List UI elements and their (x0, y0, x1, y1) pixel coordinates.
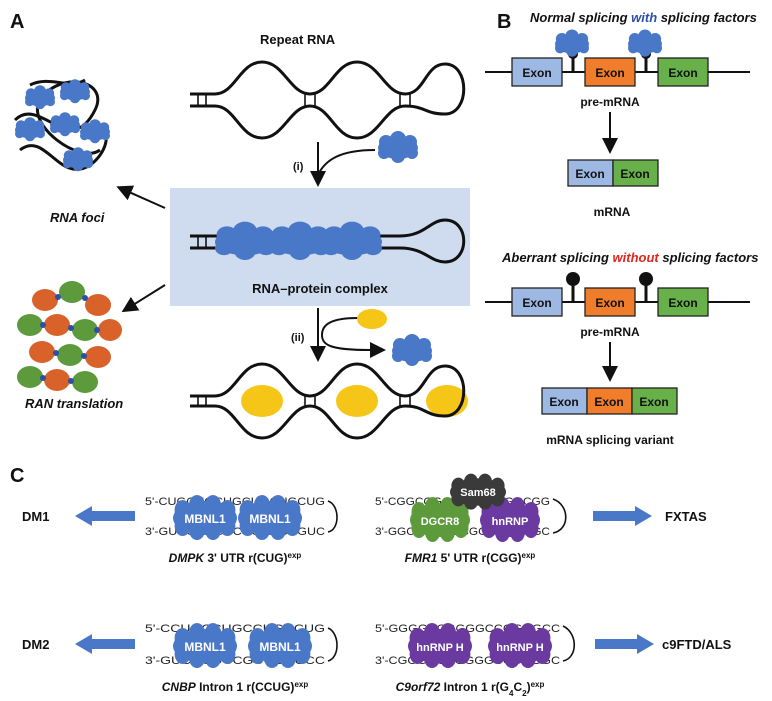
ran-translation-illustration (17, 281, 122, 393)
c9-loop (562, 625, 576, 662)
step-ii-label: (ii) (291, 332, 305, 344)
panel-label-a: A (10, 11, 24, 33)
rna-small-molecule-complex (190, 362, 468, 440)
mrna-exon-1-label: Exon (575, 167, 604, 181)
splicing-factor-icon-2 (628, 29, 662, 57)
c9-protein-label-1: hnRNP H (416, 642, 464, 654)
dm1-caption: DMPK 3' UTR r(CUG)exp (169, 551, 302, 566)
normal-exon-3 (657, 57, 709, 87)
variant-exon-2-label: Exon (594, 395, 623, 409)
normal-pre-mrna-label: pre-mRNA (580, 95, 640, 109)
aberrant-exon-1-label: Exon (522, 296, 551, 310)
normal-exon-3-label: Exon (668, 66, 697, 80)
normal-exon-2 (584, 57, 636, 87)
arrow-to-ran (121, 284, 166, 313)
dm1-arrow (75, 506, 135, 526)
rna-foci-label: RNA foci (50, 210, 105, 225)
c9-arrow (595, 634, 654, 654)
dm2-protein-label-2: MBNL1 (259, 640, 301, 654)
variant-exon-3 (631, 387, 678, 415)
c9-protein-label-2: hnRNP H (496, 642, 544, 654)
repeat-rna-hairpin (190, 60, 466, 140)
dm1-loop (327, 500, 338, 533)
fxtas-protein-label-3: hnRNP (492, 516, 529, 528)
aberrant-splicing-title: Aberrant splicing without splicing facto… (501, 250, 758, 265)
small-molecule-icon (357, 309, 387, 329)
fxtas-protein-label-2: Sam68 (460, 487, 495, 499)
step-ii-exchange-curve (320, 317, 371, 351)
complex-rna (190, 218, 466, 264)
fxtas-loop (552, 498, 567, 534)
free-protein-icon (378, 131, 418, 163)
arrow-to-foci (116, 185, 166, 209)
variant-exon-2 (586, 387, 633, 415)
normal-exon-2-label: Exon (595, 66, 624, 80)
bound-protein-icon-1 (215, 221, 275, 260)
panel-label-b: B (497, 11, 511, 33)
released-protein-icon (392, 334, 432, 366)
aberrant-exon-2 (584, 287, 636, 317)
step-i-label: (i) (293, 161, 304, 173)
mrna-exon-2 (612, 159, 659, 187)
aberrant-exon-2-label: Exon (595, 296, 624, 310)
fxtas-protein-label-1: DGCR8 (421, 516, 460, 528)
fxtas-caption: FMR1 5' UTR r(CGG)exp (405, 551, 536, 566)
normal-exon-1-label: Exon (522, 66, 551, 80)
aberrant-exon-1 (511, 287, 563, 317)
variant-exon-1 (541, 387, 588, 415)
panel-label-c: C (10, 465, 24, 487)
c9-disease-label: c9FTD/ALS (662, 637, 732, 652)
aberrant-pre-mrna-label: pre-mRNA (580, 325, 640, 339)
rna-foci-illustration (13, 78, 110, 172)
mrna-exon-2-label: Exon (620, 167, 649, 181)
dm2-loop (327, 627, 338, 662)
dm1-disease-label: DM1 (22, 509, 49, 524)
aberrant-exon-3 (657, 287, 709, 317)
aberrant-stem-loops (566, 272, 653, 302)
variant-label: mRNA splicing variant (546, 433, 674, 447)
normal-exon-1 (511, 57, 563, 87)
repeat-rna-title: Repeat RNA (260, 32, 336, 47)
ran-translation-label: RAN translation (25, 396, 123, 411)
dm2-caption: CNBP Intron 1 r(CCUG)exp (162, 680, 309, 695)
dm2-protein-label-1: MBNL1 (184, 640, 226, 654)
variant-exon-1-label: Exon (549, 395, 578, 409)
dm1-protein-label-2: MBNL1 (249, 512, 291, 526)
dm1-protein-label-1: MBNL1 (184, 512, 226, 526)
dm2-disease-label: DM2 (22, 637, 49, 652)
bound-protein-icon-3 (322, 221, 382, 260)
mrna-exon-1 (567, 159, 614, 187)
c9-caption: C9orf72 Intron 1 r(G4C2)exp (396, 680, 545, 698)
bound-protein-icon-2 (270, 221, 330, 260)
fxtas-arrow (593, 506, 652, 526)
complex-label: RNA–protein complex (252, 281, 389, 296)
step-i-joining-curve (317, 149, 376, 176)
fxtas-disease-label: FXTAS (665, 509, 707, 524)
variant-exon-3-label: Exon (639, 395, 668, 409)
dm2-arrow (75, 634, 135, 654)
splicing-factor-icon-1 (555, 29, 589, 57)
aberrant-exon-3-label: Exon (668, 296, 697, 310)
normal-splicing-title: Normal splicing with splicing factors (530, 10, 757, 25)
mrna-label: mRNA (594, 205, 631, 219)
